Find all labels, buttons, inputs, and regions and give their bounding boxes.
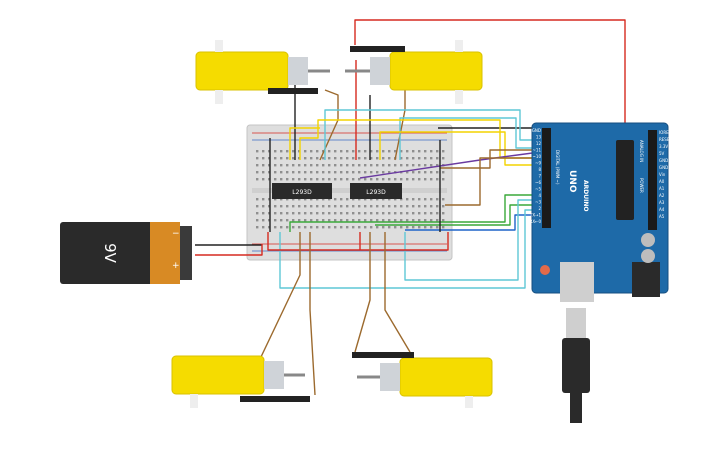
- wire-red-bat: [195, 244, 263, 256]
- motor-bottom-right: [352, 352, 493, 408]
- arduino-pin-label: A2: [659, 193, 665, 198]
- arduino-pin-label: A1: [659, 186, 665, 191]
- wire-green-1: [289, 194, 540, 232]
- arduino-pin-label: A5: [659, 214, 665, 219]
- arduino-model: UNO: [567, 170, 577, 193]
- arduino-pin-label: ~6: [535, 180, 541, 185]
- arduino-power-label: POWER: [639, 178, 644, 193]
- arduino-pin-label: RESET: [659, 137, 672, 142]
- wire-brown-br1: [354, 232, 371, 353]
- arduino-pin-label: 13: [536, 135, 542, 140]
- battery-minus: −: [172, 229, 180, 239]
- motor-top-right: [345, 40, 483, 104]
- wire-brown-mid: [440, 149, 540, 169]
- motor-bottom-left: [171, 355, 310, 408]
- arduino-brand: ARDUINO: [582, 180, 589, 211]
- arduino-pin-label: ~11: [533, 148, 542, 153]
- wire-brown-bl1: [249, 232, 301, 381]
- wire-brown-bl2: [309, 232, 316, 396]
- arduino-pin-label: GND: [532, 128, 541, 133]
- arduino-pin-label: 4: [538, 193, 541, 198]
- arduino-pin-label: ~5: [535, 187, 541, 192]
- arduino-pin-label: ~3: [535, 200, 541, 205]
- wire-cyan-bot2: [404, 199, 540, 281]
- arduino-pin-label: A0: [659, 179, 665, 184]
- arduino-pin-label: RX←0: [530, 219, 542, 224]
- arduino-pin-label: 8: [538, 167, 541, 172]
- arduino-pin-label: 5V: [659, 151, 665, 156]
- chip-label-left: L293D: [292, 189, 312, 196]
- wire-cyan-top: [324, 109, 540, 160]
- wire-brown-mid2: [445, 157, 540, 206]
- usb-cable: [562, 308, 590, 423]
- arduino-pin-label: IOREF: [659, 130, 672, 135]
- wire-red-bb: [267, 232, 449, 251]
- chip-label-right: L293D: [366, 189, 386, 196]
- arduino-pin-label: GND: [659, 165, 668, 170]
- arduino-pin-label: A4: [659, 207, 665, 212]
- wire-brown-tl: [319, 89, 339, 161]
- battery-plus: +: [172, 261, 180, 271]
- arduino-pin-label: ~9: [535, 161, 541, 166]
- arduino-pin-label: ~10: [533, 154, 542, 159]
- battery-9v: 9V − +: [60, 222, 192, 284]
- arduino-pin-label: TX→1: [529, 213, 542, 218]
- wire-yellow-2: [289, 127, 320, 160]
- arduino-header-label: DIGITAL (PWM ~): [555, 150, 560, 185]
- arduino-pin-label: 12: [536, 141, 542, 146]
- wire-cyan-bot: [279, 209, 540, 289]
- wire-green-2: [375, 204, 540, 226]
- driver-chip-right: L293D: [350, 183, 402, 199]
- arduino-pin-label: 7: [538, 174, 541, 179]
- wires: [195, 19, 630, 396]
- arduino-pin-label: 2: [538, 206, 541, 211]
- wire-brown-br2: [384, 232, 411, 353]
- motor-top-left: [195, 40, 330, 104]
- driver-chip-left: L293D: [272, 183, 332, 199]
- battery-label: 9V: [101, 243, 119, 264]
- arduino-pin-label: A3: [659, 200, 665, 205]
- wire-yellow-3: [379, 131, 540, 166]
- arduino-analog-label: ANALOG IN: [639, 140, 644, 162]
- wire-blue-1: [405, 214, 540, 231]
- arduino-uno: UNO ARDUINO DIGITAL (PWM ~) POWER ANALOG…: [529, 122, 672, 302]
- arduino-pin-label: GND: [659, 158, 668, 163]
- arduino-pin-label: Vin: [659, 172, 666, 177]
- breadboard: [246, 124, 453, 261]
- arduino-pin-label: 3.3V: [659, 144, 668, 149]
